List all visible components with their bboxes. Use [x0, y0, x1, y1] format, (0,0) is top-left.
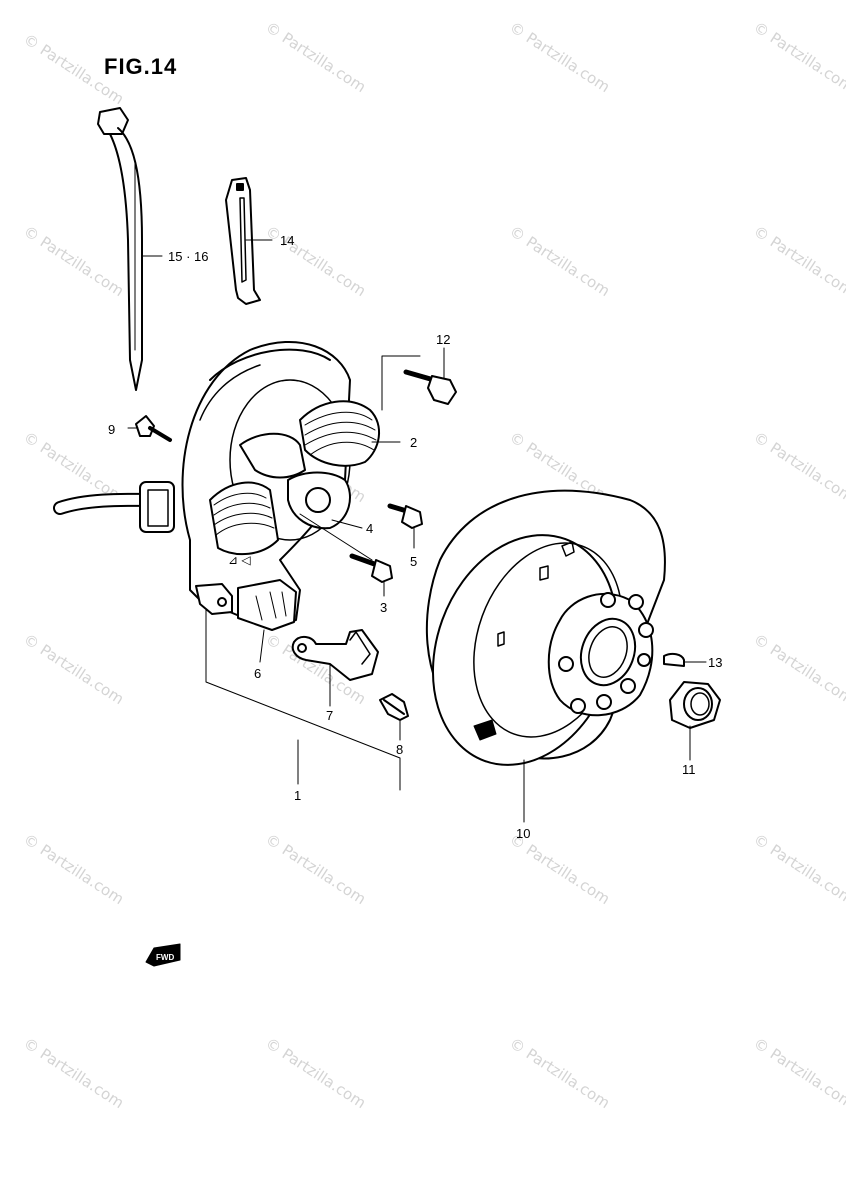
- screw-part-8: [379, 693, 409, 721]
- coil-part-4: [209, 471, 351, 556]
- key-part-13: [663, 652, 685, 667]
- leader-lines: [127, 239, 707, 823]
- cable-tie-part-15-16: [97, 107, 143, 391]
- coil-part-2: [239, 400, 381, 479]
- callout-8: 8: [396, 742, 403, 757]
- callout-4: 4: [366, 521, 373, 536]
- fwd-badge-label: FWD: [156, 953, 174, 962]
- callout-3: 3: [380, 600, 387, 615]
- callout-5: 5: [410, 554, 417, 569]
- callout-12: 12: [436, 332, 450, 347]
- screw-part-3: [349, 553, 393, 583]
- callout-1: 1: [294, 788, 301, 803]
- callout-6: 6: [254, 666, 261, 681]
- clamp-part-14: [225, 177, 261, 305]
- callout-10: 10: [516, 826, 530, 841]
- callout-13: 13: [708, 655, 722, 670]
- svg-text:⊿ ◁: ⊿ ◁: [228, 553, 251, 567]
- screw-part-12: [403, 369, 457, 405]
- callout-15-16: 15 · 16: [168, 249, 208, 264]
- bracket-part-7: [291, 629, 379, 681]
- nut-part-11: [669, 681, 721, 729]
- flywheel-rotor-part-10: [425, 489, 666, 766]
- figure-title: FIG.14: [104, 54, 178, 79]
- screw-part-5: [387, 503, 423, 529]
- callout-14: 14: [280, 233, 294, 248]
- callout-2: 2: [410, 435, 417, 450]
- callout-7: 7: [326, 708, 333, 723]
- callout-9: 9: [108, 422, 115, 437]
- screw-part-9: [135, 415, 172, 442]
- fwd-badge: [145, 943, 181, 967]
- callout-11: 11: [682, 762, 696, 777]
